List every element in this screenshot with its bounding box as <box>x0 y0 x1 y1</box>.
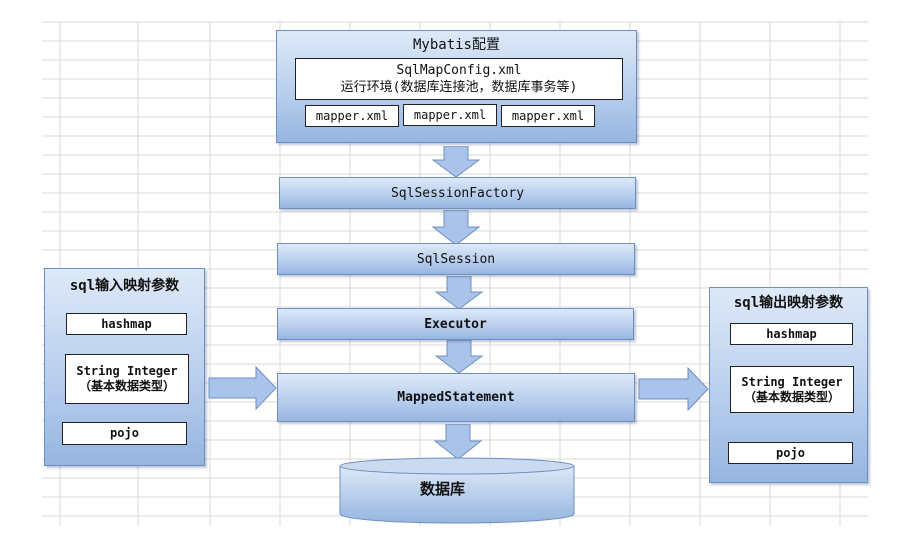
mybatis-config-box: Mybatis配置 SqlMapConfig.xml 运行环境(数据库连接池，数… <box>276 30 637 143</box>
database-label: 数据库 <box>420 480 466 498</box>
arrow-statement-to-database <box>433 424 483 460</box>
output-types-line1: String Integer <box>741 374 843 389</box>
output-pojo: pojo <box>728 442 853 464</box>
input-hashmap: hashmap <box>66 313 187 335</box>
output-hashmap: hashmap <box>730 323 853 345</box>
output-basic-types: String Integer （基本数据类型） <box>730 366 854 413</box>
executor-box: Executor <box>277 308 634 340</box>
mapper-xml-1: mapper.xml <box>305 105 399 127</box>
executor-label: Executor <box>424 316 487 332</box>
input-basic-types: String Integer （基本数据类型） <box>65 354 189 404</box>
output-types-line2: （基本数据类型） <box>743 389 840 404</box>
arrow-factory-to-session <box>431 210 481 246</box>
sqlsession-label: SqlSession <box>416 251 496 267</box>
output-mapping-box: sql输出映射参数 hashmap String Integer （基本数据类型… <box>709 287 868 483</box>
input-mapping-title: sql输入映射参数 <box>69 278 180 294</box>
input-types-line2: （基本数据类型） <box>78 379 175 393</box>
input-mapping-box: sql输入映射参数 hashmap String Integer （基本数据类型… <box>44 268 205 466</box>
arrow-session-to-executor <box>434 276 484 310</box>
mappedstatement-box: MappedStatement <box>277 373 635 422</box>
mappedstatement-label: MappedStatement <box>397 390 515 405</box>
input-pojo: pojo <box>62 422 187 445</box>
arrow-config-to-factory <box>431 146 481 178</box>
arrow-input-to-statement <box>208 365 277 411</box>
output-mapping-title: sql输出映射参数 <box>733 295 844 311</box>
mapper-xml-2: mapper.xml <box>403 104 497 126</box>
sqlmap-config-box: SqlMapConfig.xml 运行环境(数据库连接池，数据库事务等) <box>295 58 623 100</box>
config-title: Mybatis配置 <box>412 37 500 53</box>
database-cylinder <box>339 457 575 524</box>
arrow-statement-to-output <box>638 366 709 412</box>
sqlmap-config-file: SqlMapConfig.xml <box>396 63 522 78</box>
sqlsessionfactory-box: SqlSessionFactory <box>279 177 636 209</box>
sqlsessionfactory-label: SqlSessionFactory <box>390 185 525 201</box>
input-types-line1: String Integer <box>76 364 178 378</box>
arrow-executor-to-statement <box>434 340 484 374</box>
mapper-xml-3: mapper.xml <box>501 105 595 127</box>
sqlsession-box: SqlSession <box>277 243 635 275</box>
sqlmap-config-desc: 运行环境(数据库连接池，数据库事务等) <box>340 80 578 95</box>
